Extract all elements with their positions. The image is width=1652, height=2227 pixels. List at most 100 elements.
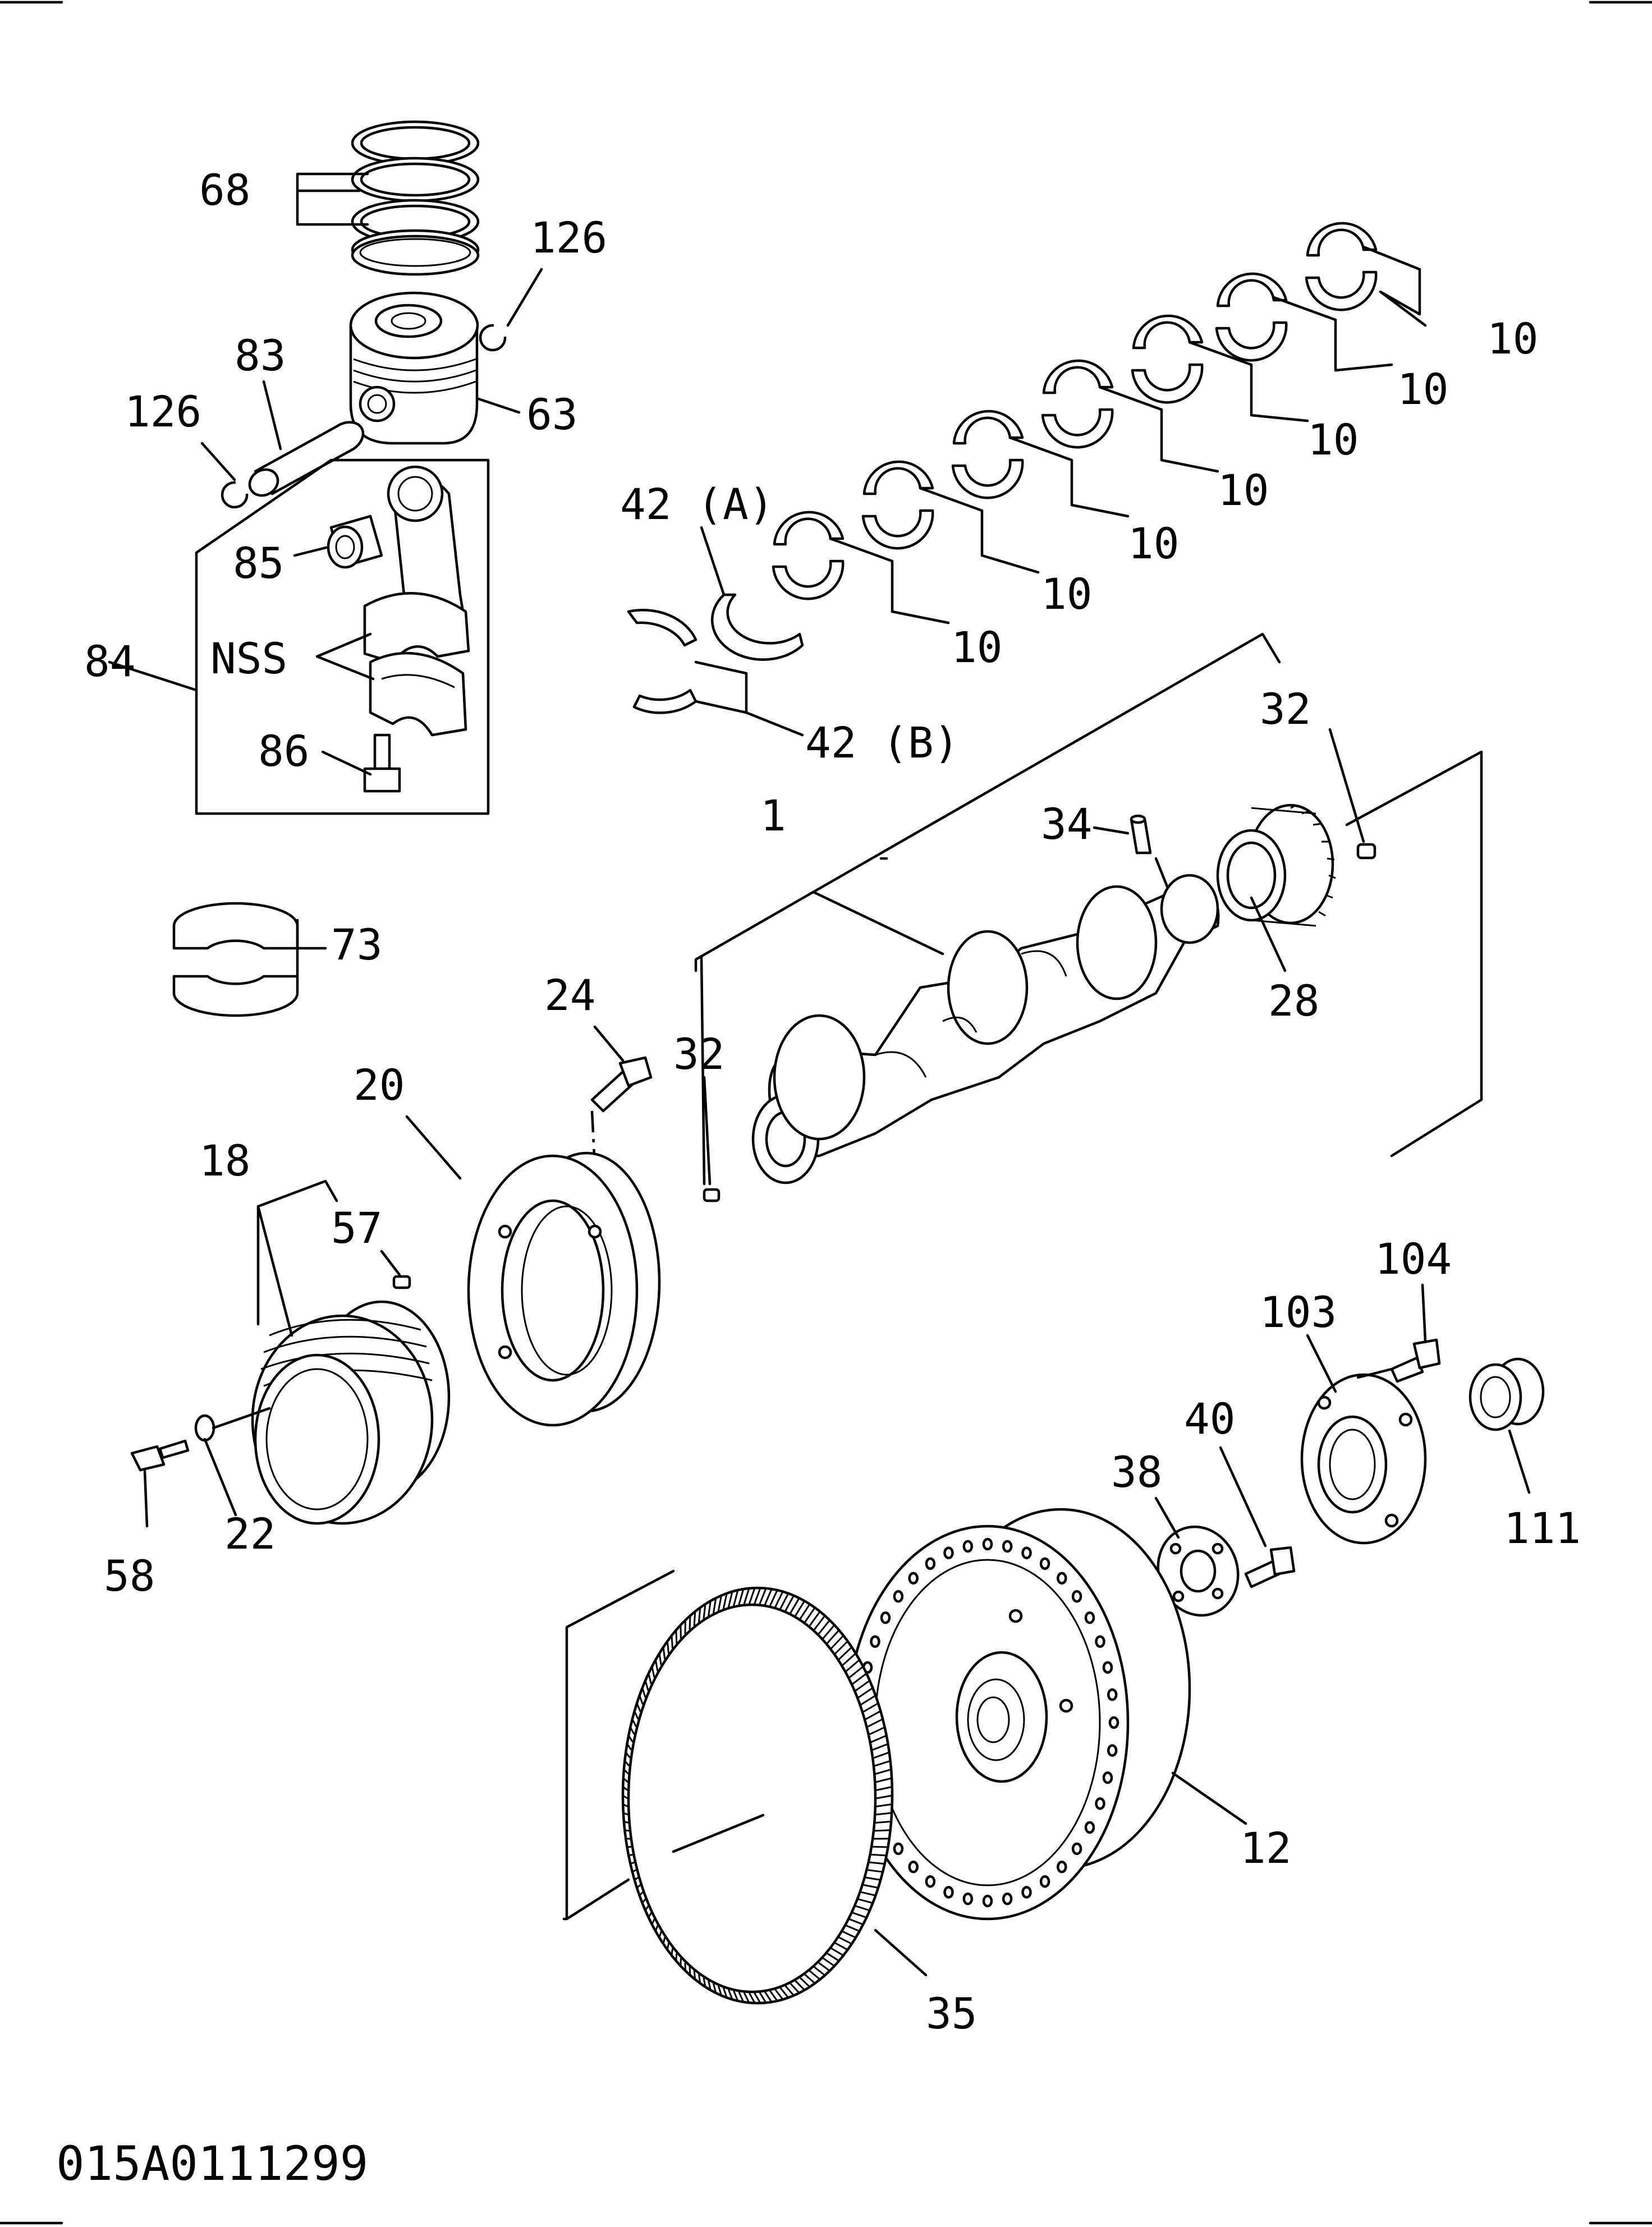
ring-gear-tooth xyxy=(822,1957,835,1967)
ring-gear-tooth xyxy=(639,1695,644,1705)
ring-gear-tooth xyxy=(759,1588,767,1605)
flywheel-hole xyxy=(925,1557,936,1570)
pin-57 xyxy=(392,1275,411,1289)
label-10-3: 10 xyxy=(1307,415,1359,465)
ring-gear-tooth xyxy=(779,1593,790,1609)
ring-gear-tooth xyxy=(876,1812,892,1816)
flywheel-hole xyxy=(908,1861,919,1874)
ring-gear-tooth xyxy=(622,1786,628,1791)
flywheel-hole xyxy=(1084,1611,1095,1624)
ring-gear-tooth xyxy=(804,1607,816,1623)
snap-ring-left xyxy=(221,481,249,509)
ring-gear-tooth xyxy=(654,1659,659,1672)
ring-gear-tooth xyxy=(818,1962,830,1972)
callout-leader-34-down xyxy=(1154,857,1169,888)
ring-gear-tooth xyxy=(774,1989,784,2000)
label-10-5: 10 xyxy=(1128,518,1180,568)
washer-22 xyxy=(194,1414,215,1442)
main-bearing-leaders xyxy=(829,245,1427,625)
thrust-bearing-b xyxy=(627,609,697,714)
ring-gear-tooth xyxy=(875,1777,892,1783)
label-10-4: 10 xyxy=(1218,465,1269,515)
ring-gear-tooth xyxy=(641,1687,646,1698)
ring-gear-tooth xyxy=(849,1666,864,1678)
ring-gear-tooth xyxy=(651,1666,655,1678)
ring-gear-tooth xyxy=(790,1597,800,1614)
crank-gear xyxy=(1216,803,1336,927)
ring-gear-tooth xyxy=(846,1659,860,1672)
ring-gear-tooth xyxy=(666,1943,669,1950)
callout-leader-111 xyxy=(1508,1429,1531,1494)
pulley-18 xyxy=(251,1300,451,1525)
ring-gear-tooth xyxy=(855,1679,870,1692)
callout-leader-34 xyxy=(1093,826,1130,835)
flywheel-hole xyxy=(982,1894,993,1908)
flywheel-hole xyxy=(1002,1892,1013,1905)
bushing xyxy=(327,515,383,569)
ring-gear-tooth xyxy=(648,1673,652,1684)
label-58: 58 xyxy=(104,1551,155,1601)
flywheel-hole xyxy=(1102,1661,1113,1674)
flywheel-hole xyxy=(1095,1635,1105,1648)
ring-gear-tooth xyxy=(769,1590,778,1606)
ring-gear-tooth xyxy=(651,1918,655,1925)
flywheel-hole xyxy=(1002,1540,1013,1553)
callout-leader-86 xyxy=(321,750,372,776)
ring-gear-tooth xyxy=(717,1595,722,1611)
label-111: 111 xyxy=(1504,1503,1581,1553)
callout-leader-103 xyxy=(1306,1334,1393,1393)
ring-gear-tooth xyxy=(703,1977,706,1987)
ring-gear-tooth xyxy=(875,1769,892,1775)
label-10-1: 10 xyxy=(1487,314,1539,364)
callout-leader-85 xyxy=(293,545,330,557)
flywheel-hole xyxy=(1102,1771,1113,1784)
label-103: 103 xyxy=(1260,1287,1337,1337)
pin-34 xyxy=(1130,814,1152,855)
label-10-7: 10 xyxy=(951,622,1003,672)
label-68: 68 xyxy=(199,165,251,215)
ring-gear-tooth xyxy=(858,1898,873,1904)
connecting-rod xyxy=(363,465,470,664)
ring-gear-tooth xyxy=(849,1918,864,1926)
ring-gear-tooth xyxy=(759,1992,767,2004)
ring-gear-tooth xyxy=(712,1597,717,1614)
ring-gear-tooth xyxy=(738,1991,745,2003)
ring-gear-tooth xyxy=(749,1992,756,2004)
flywheel-hole xyxy=(1107,1744,1118,1757)
ring-gear-tooth xyxy=(623,1820,629,1824)
ring-gear-tooth xyxy=(629,1727,635,1735)
ring-gear-tooth xyxy=(861,1891,876,1897)
ring-gear-tooth xyxy=(671,1948,673,1956)
ring-gear-tooth xyxy=(769,1990,778,2001)
ring-gear-tooth xyxy=(727,1989,733,2000)
flywheel-hole xyxy=(982,1537,993,1551)
damper-20 xyxy=(467,1151,661,1427)
callout-leader-68 xyxy=(296,172,369,226)
callout-leader-42a xyxy=(700,526,726,596)
ring-gear-tooth xyxy=(698,1974,701,1984)
ring-gear-frame xyxy=(562,1569,675,1921)
ring-gear-tooth xyxy=(708,1600,712,1617)
label-73: 73 xyxy=(331,920,383,970)
ring-gear-tooth xyxy=(754,1992,761,2004)
ring-gear-tooth xyxy=(869,1726,885,1735)
ring-gear-tooth xyxy=(733,1990,739,2001)
diagram-code: 015A0111299 xyxy=(56,2136,368,2191)
ring-gear-tooth xyxy=(623,1769,629,1775)
ring-gear-tooth xyxy=(624,1760,630,1767)
callout-leader-12 xyxy=(1171,1771,1247,1825)
thrust-bearing-a xyxy=(710,593,804,661)
ring-gear-tooth xyxy=(722,1987,728,1998)
label-40: 40 xyxy=(1184,1394,1236,1444)
ring-gear-tooth xyxy=(658,1653,662,1665)
ring-gear-tooth xyxy=(834,1942,848,1951)
label-28: 28 xyxy=(1268,976,1320,1026)
ring-gear-tooth xyxy=(827,1629,840,1644)
label-57: 57 xyxy=(331,1203,383,1253)
crankshaft-frame-right xyxy=(1345,750,1483,1158)
ring-gear-tooth xyxy=(813,1615,826,1631)
ring-gear-tooth xyxy=(795,1600,805,1617)
flywheel-12 xyxy=(846,1508,1191,1921)
ring-gear-tooth xyxy=(754,1587,761,1604)
callout-leader-28 xyxy=(1250,896,1287,972)
